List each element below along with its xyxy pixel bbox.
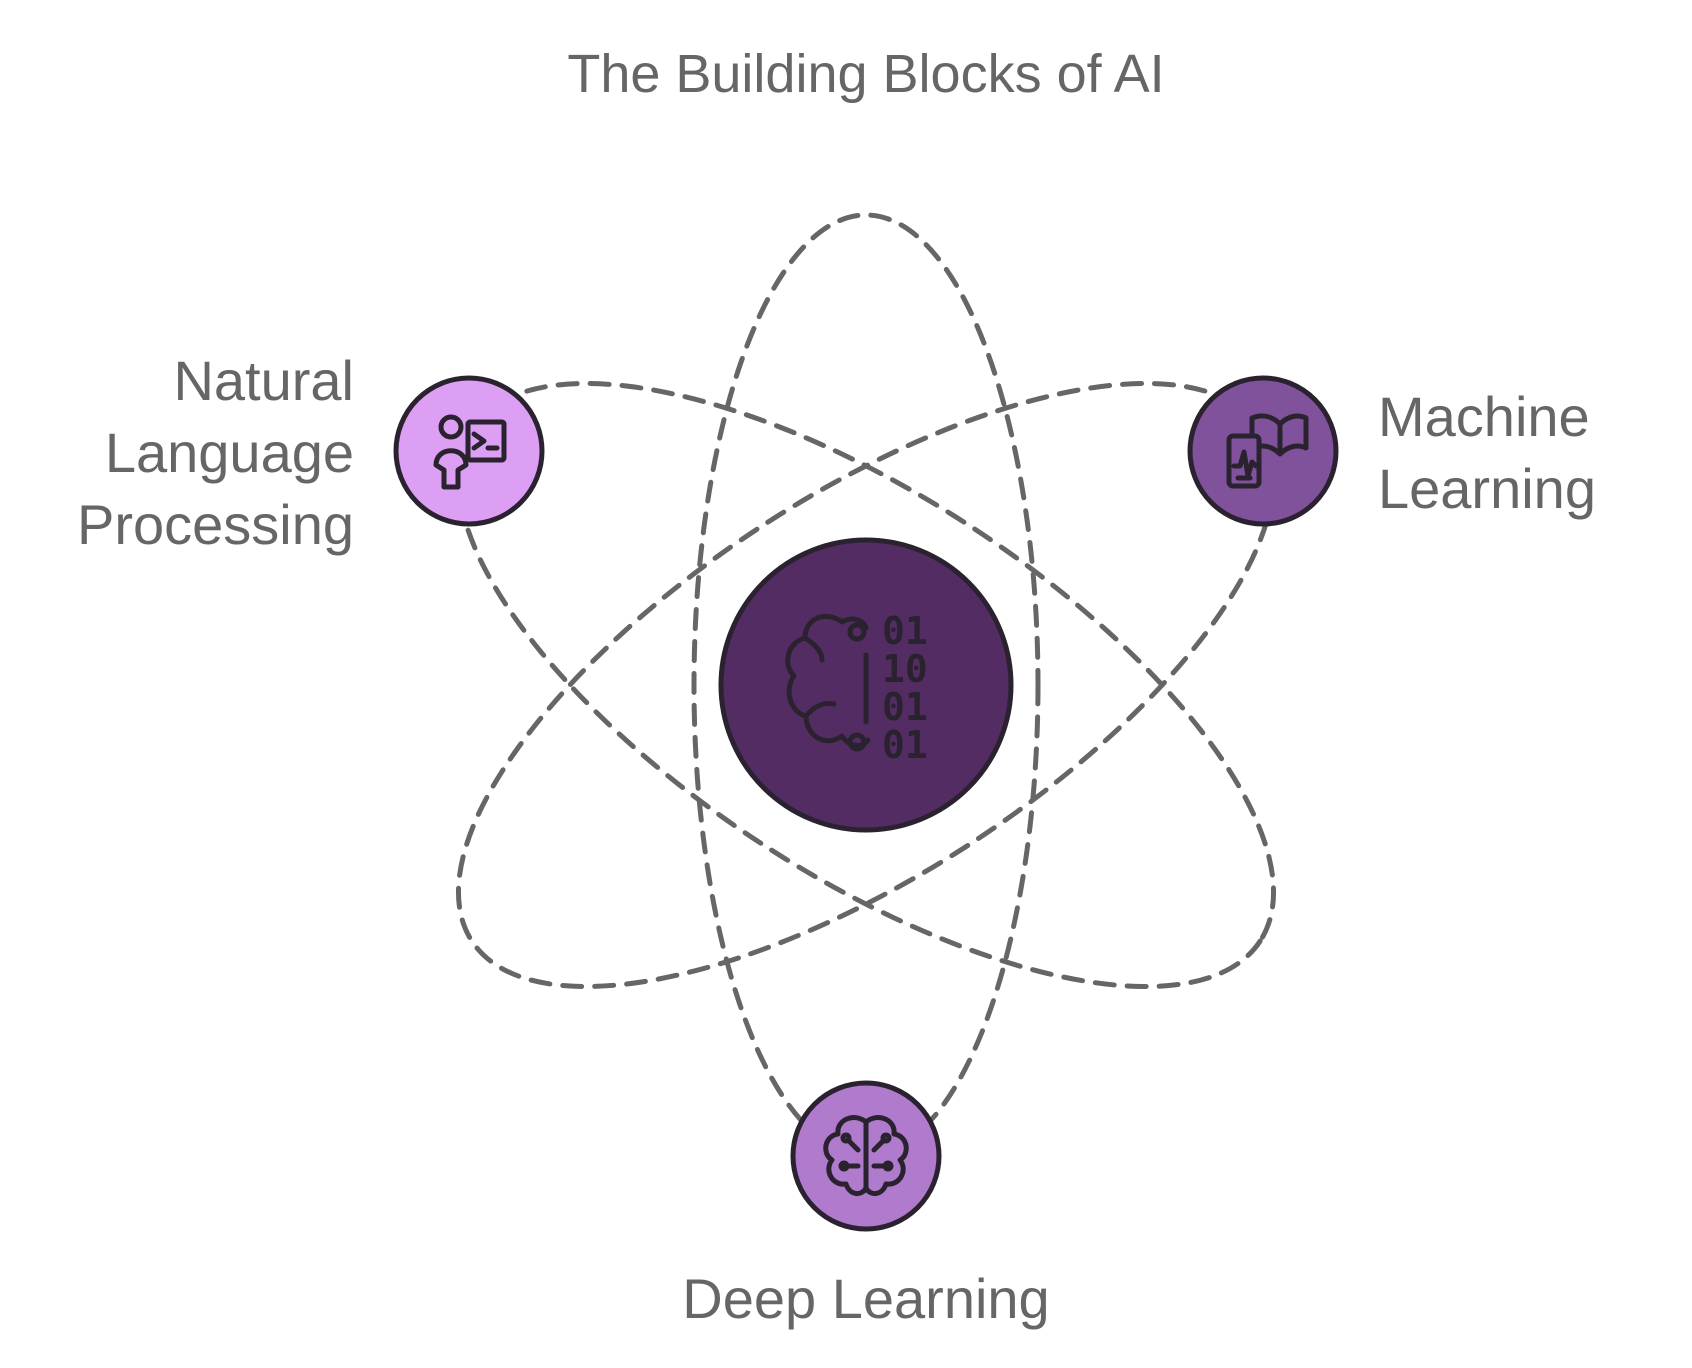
nlp-label-line-1: Natural: [173, 349, 354, 412]
binary-row-3: 01: [882, 685, 928, 729]
ml-circle: [1187, 375, 1339, 527]
ml-label-line-2: Learning: [1378, 457, 1596, 520]
node-dl: Deep Learning: [682, 1080, 1050, 1330]
diagram-title: The Building Blocks of AI: [567, 44, 1164, 104]
binary-row-2: 10: [882, 647, 928, 691]
center-node: 01 10 01 01: [718, 537, 1014, 833]
nlp-label-line-3: Processing: [77, 493, 354, 556]
dl-label: Deep Learning: [682, 1267, 1049, 1330]
ml-label-line-1: Machine: [1378, 385, 1590, 448]
phone-book-icon: [1226, 413, 1309, 489]
orbit-falling: [455, 380, 1277, 990]
brain-circuit-icon: [823, 1115, 909, 1196]
presenter-screen-icon: [433, 414, 507, 490]
node-ml: Machine Learning: [1187, 375, 1596, 527]
binary-row-1: 01: [882, 609, 928, 653]
nlp-label-line-2: Language: [105, 421, 354, 484]
node-nlp: Natural Language Processing: [77, 349, 545, 556]
brain-binary-icon: 01 10 01 01: [785, 609, 928, 767]
binary-row-4: 01: [882, 723, 928, 767]
